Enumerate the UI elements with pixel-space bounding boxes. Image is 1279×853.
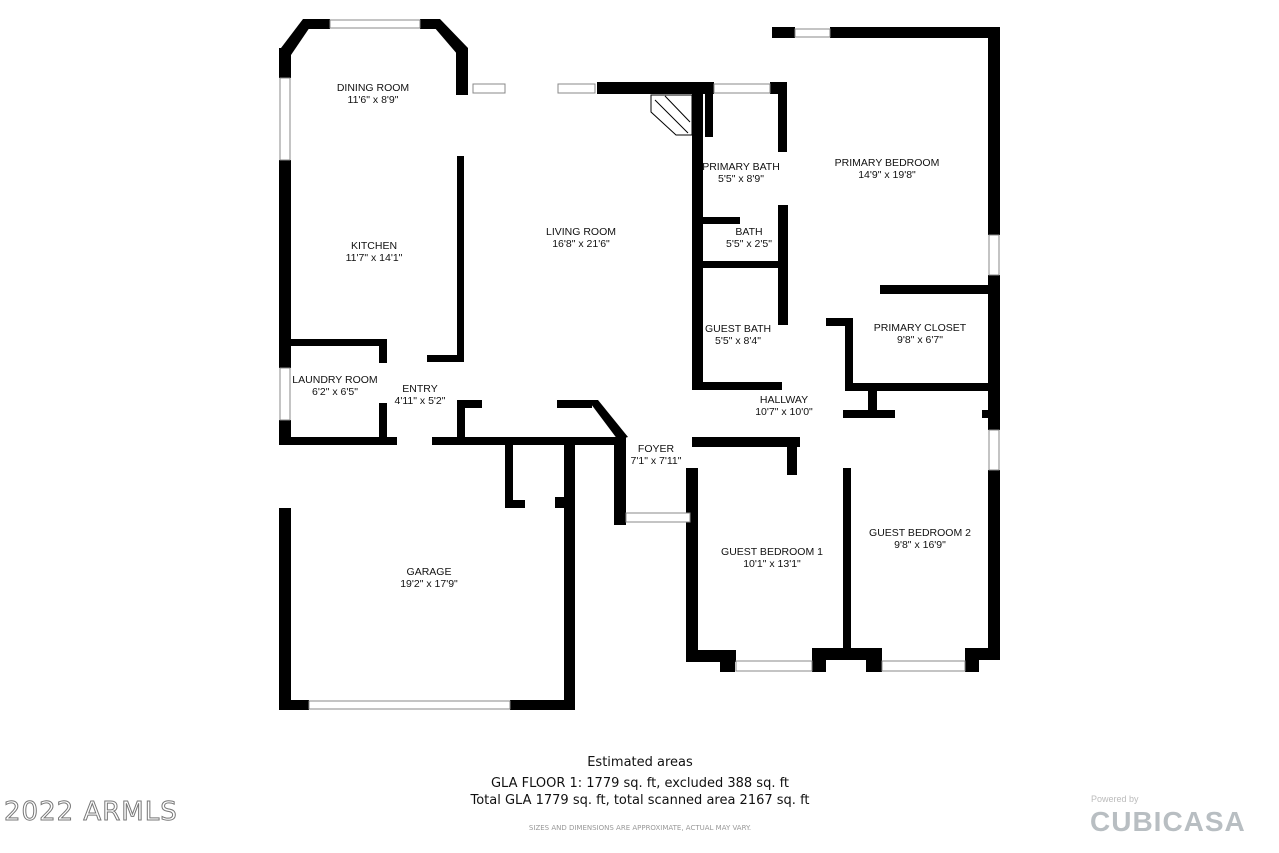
room-name: GUEST BEDROOM 2 xyxy=(869,527,971,539)
cubicasa-logo: CUBICASA xyxy=(1090,806,1246,837)
powered-by-label: Powered by xyxy=(1091,794,1139,804)
room-name: GUEST BEDROOM 1 xyxy=(721,546,823,558)
room-name: LAUNDRY ROOM xyxy=(292,374,378,386)
room-name: FOYER xyxy=(637,443,675,455)
estimated-areas-heading: Estimated areas xyxy=(587,755,693,770)
room-name: GUEST BATH xyxy=(704,323,772,335)
walls xyxy=(279,19,1000,710)
room-name: BATH xyxy=(735,226,763,238)
total-gla-line: Total GLA 1779 sq. ft, total scanned are… xyxy=(470,793,810,808)
room-dims: 7'1" x 7'11" xyxy=(630,455,682,467)
room-dims: 9'8" x 16'9" xyxy=(894,539,946,551)
room-dims: 6'2" x 6'5" xyxy=(312,386,358,398)
room-name: PRIMARY CLOSET xyxy=(873,322,967,334)
room-name: LIVING ROOM xyxy=(545,226,617,238)
room-dims: 14'9" x 19'8" xyxy=(858,169,916,181)
room-dims: 11'7" x 14'1" xyxy=(345,252,403,264)
room-dims: 16'8" x 21'6" xyxy=(552,238,610,250)
room-dims: 5'5" x 8'4" xyxy=(715,335,761,347)
room-dims: 5'5" x 8'9" xyxy=(718,173,764,185)
room-dims: 10'7" x 10'0" xyxy=(755,406,813,418)
room-dims: 5'5" x 2'5" xyxy=(726,238,772,250)
room-dims: 19'2" x 17'9" xyxy=(400,578,458,590)
room-name: ENTRY xyxy=(402,383,438,395)
room-dims: 11'6" x 8'9" xyxy=(347,94,399,106)
windows xyxy=(279,19,1000,710)
room-dims: 9'8" x 6'7" xyxy=(897,334,943,346)
disclaimer: SIZES AND DIMENSIONS ARE APPROXIMATE, AC… xyxy=(528,824,752,832)
room-name: GARAGE xyxy=(406,566,452,578)
room-dims: 10'1" x 13'1" xyxy=(743,558,801,570)
room-name: HALLWAY xyxy=(759,394,809,406)
room-name: DINING ROOM xyxy=(336,82,410,94)
room-dims: 4'11" x 5'2" xyxy=(394,395,446,407)
gla-floor-line: GLA FLOOR 1: 1779 sq. ft, excluded 388 s… xyxy=(490,776,790,791)
armls-watermark: 2022 ARMLS xyxy=(4,797,178,828)
room-name: PRIMARY BATH xyxy=(702,161,780,173)
room-name: PRIMARY BEDROOM xyxy=(834,157,940,169)
room-name: KITCHEN xyxy=(350,240,398,252)
